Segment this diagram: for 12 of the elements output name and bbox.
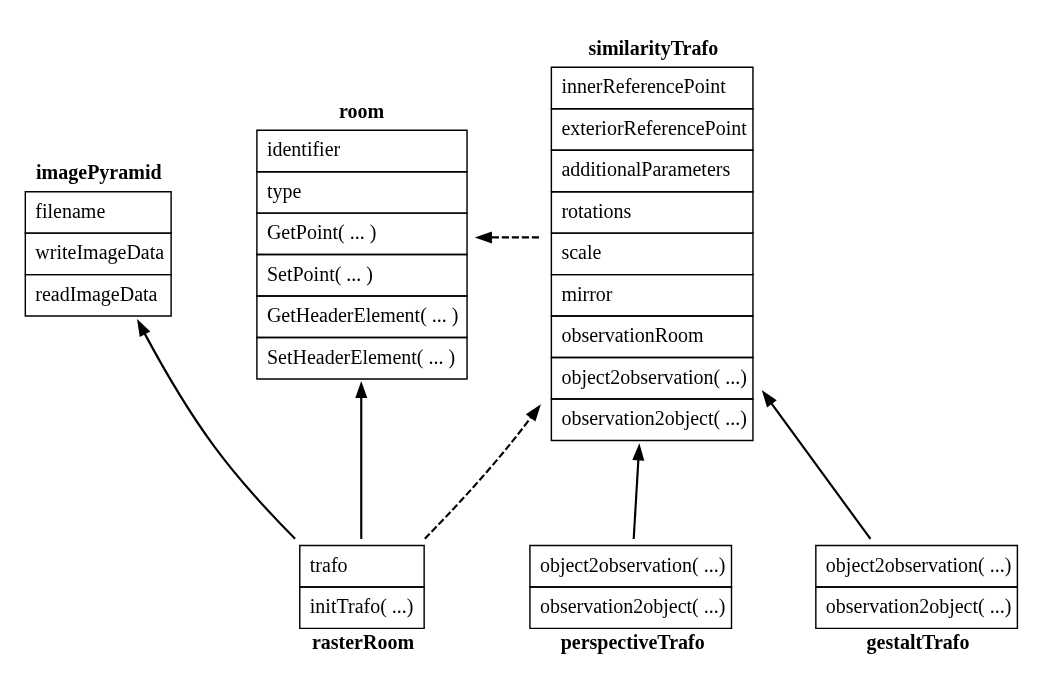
- arrow: [632, 443, 645, 539]
- arrow: [424, 404, 541, 540]
- arrow: [137, 319, 296, 540]
- arrow: [761, 390, 872, 540]
- node-label: gestaltTrafo: [866, 630, 970, 653]
- node-label: perspectiveTrafo: [560, 630, 705, 653]
- node-label: rasterRoom: [311, 630, 415, 653]
- node-label: imagePyramid: [36, 161, 162, 184]
- node-label: similarityTrafo: [588, 36, 719, 59]
- arrow: [474, 231, 539, 244]
- node-label: room: [339, 99, 385, 122]
- arrow: [355, 380, 368, 539]
